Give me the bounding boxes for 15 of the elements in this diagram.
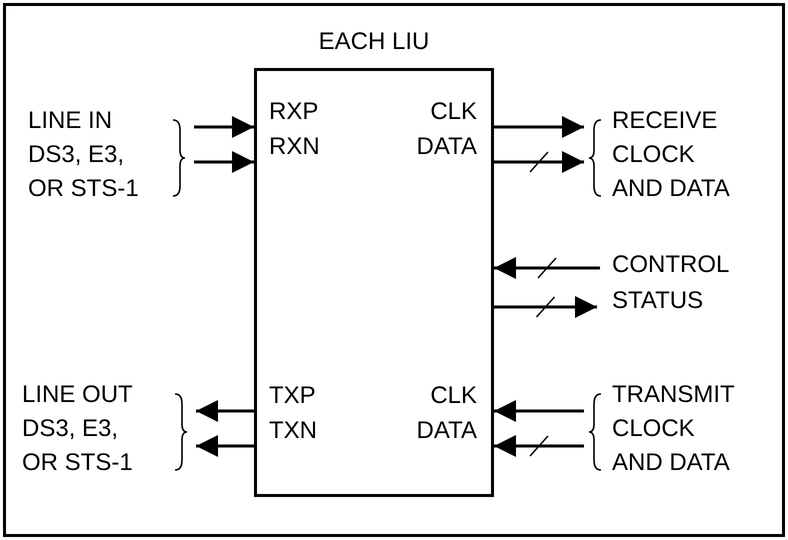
signal-label: CONTROL — [612, 250, 730, 280]
signal-label: RECEIVE CLOCK AND DATA — [612, 106, 731, 204]
pin-label: DATA — [416, 132, 477, 162]
pin-label: DATA — [416, 416, 477, 446]
signal-label: LINE IN DS3, E3, OR STS-1 — [28, 106, 140, 204]
pin-label: CLK — [430, 381, 477, 411]
pin-label: CLK — [430, 97, 477, 127]
chip-heading: EACH LIU — [318, 27, 430, 57]
signal-label: TRANSMIT CLOCK AND DATA — [612, 380, 736, 478]
pin-label: TXN — [269, 416, 317, 446]
pin-label: RXN — [269, 132, 320, 162]
signal-label: LINE OUT DS3, E3, OR STS-1 — [22, 380, 134, 478]
pin-label: RXP — [269, 97, 318, 127]
pin-label: TXP — [269, 381, 316, 411]
signal-label: STATUS — [612, 286, 704, 316]
